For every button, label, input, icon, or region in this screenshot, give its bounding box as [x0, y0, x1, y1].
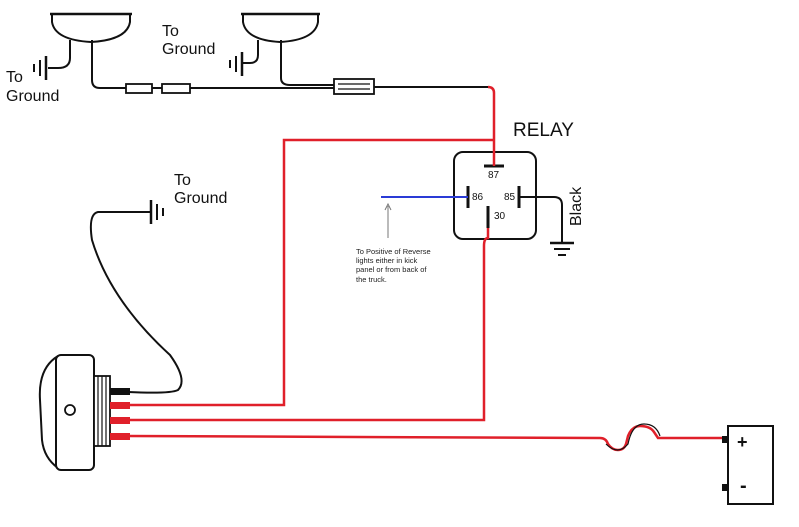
wire-red-87 [487, 85, 496, 140]
battery-plus-label: + [737, 432, 748, 452]
switch-rocker [38, 355, 59, 469]
rocker-switch [38, 354, 130, 471]
inline-fuse-2 [161, 83, 191, 94]
battery-body [727, 425, 774, 505]
relay-pin-87-label: 87 [488, 170, 500, 181]
battery-fuse [605, 423, 661, 451]
light-right-housing [242, 13, 319, 44]
light-left-housing [51, 13, 131, 44]
switch-terminal-red-1 [110, 402, 130, 409]
ground-label-switch-2: Ground [174, 190, 227, 207]
inline-fuse-1 [125, 83, 153, 94]
inline-fuse-3 [333, 78, 375, 95]
light-right-ground-wire [243, 40, 259, 64]
ground-icon [550, 241, 574, 256]
relay-title: RELAY [513, 120, 574, 141]
light-left-ground-wire [48, 40, 71, 69]
note-line-2: lights either in kick [356, 256, 418, 265]
ground-icon [33, 56, 48, 80]
relay-pin-85-label: 85 [504, 192, 516, 203]
battery-terminal-positive [722, 436, 729, 443]
ground-icon [149, 200, 164, 224]
ground-label-switch-1: To [174, 172, 191, 189]
switch-terminal-red-3 [110, 433, 130, 440]
switch-terminal-black [110, 388, 130, 395]
wire-red-loop [128, 138, 494, 407]
light-left-power-wire [91, 40, 126, 89]
note-line-1: To Positive of Reverse [356, 247, 431, 256]
battery: + - [722, 425, 774, 505]
ground-label-mid-1: To [162, 23, 179, 40]
ground-icon [229, 52, 244, 76]
wire-red-battery [127, 424, 726, 452]
light-right-power-wire [280, 40, 334, 86]
relay-pin-86-label: 86 [472, 192, 484, 203]
wire-black-switch-ground [89, 211, 183, 394]
note-line-3: panel or from back of [356, 265, 427, 274]
note-line-4: the truck. [356, 275, 387, 284]
ground-label-left-1: To [6, 69, 23, 86]
battery-minus-label: - [740, 475, 747, 497]
black-wire-label: Black [568, 186, 585, 226]
switch-indicator [64, 404, 76, 416]
battery-terminal-negative [722, 484, 729, 491]
ground-label-left-2: Ground [6, 88, 59, 105]
wire-black-85 [519, 196, 563, 242]
ground-label-mid-2: Ground [162, 41, 215, 58]
note-arrow [384, 202, 392, 238]
relay-pin-30-label: 30 [494, 211, 506, 222]
light-right [241, 12, 320, 44]
light-left [50, 12, 132, 44]
switch-terminal-red-2 [110, 417, 130, 424]
wire-red-30 [128, 228, 490, 422]
